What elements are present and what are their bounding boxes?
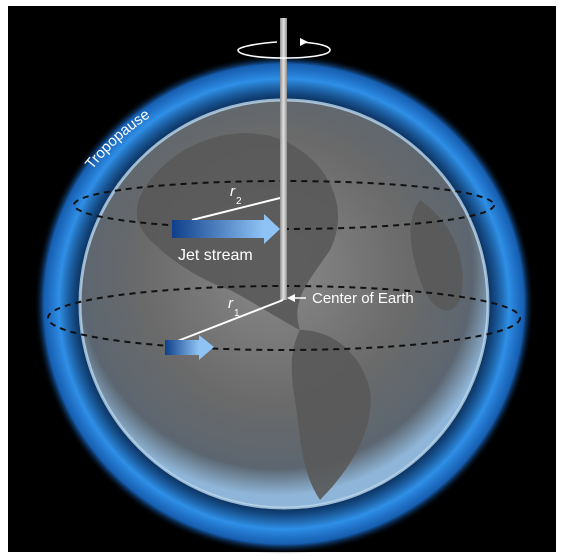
jet-stream-label: Jet stream — [178, 247, 253, 264]
r2-label: r — [230, 183, 236, 200]
rotation-axis — [280, 18, 287, 300]
jet-stream-arrow-lower — [165, 335, 214, 360]
radius-r1-line — [174, 299, 284, 343]
center-pointer-arrowhead — [287, 294, 295, 302]
center-of-earth-label: Center of Earth — [312, 290, 414, 307]
r1-label: r — [228, 295, 234, 312]
r1-subscript: 1 — [234, 308, 240, 319]
radius-r2-line — [191, 197, 281, 221]
r2-subscript: 2 — [236, 196, 242, 207]
jet-stream-arrow-upper — [172, 214, 280, 244]
rotation-arrow-icon — [237, 38, 331, 59]
